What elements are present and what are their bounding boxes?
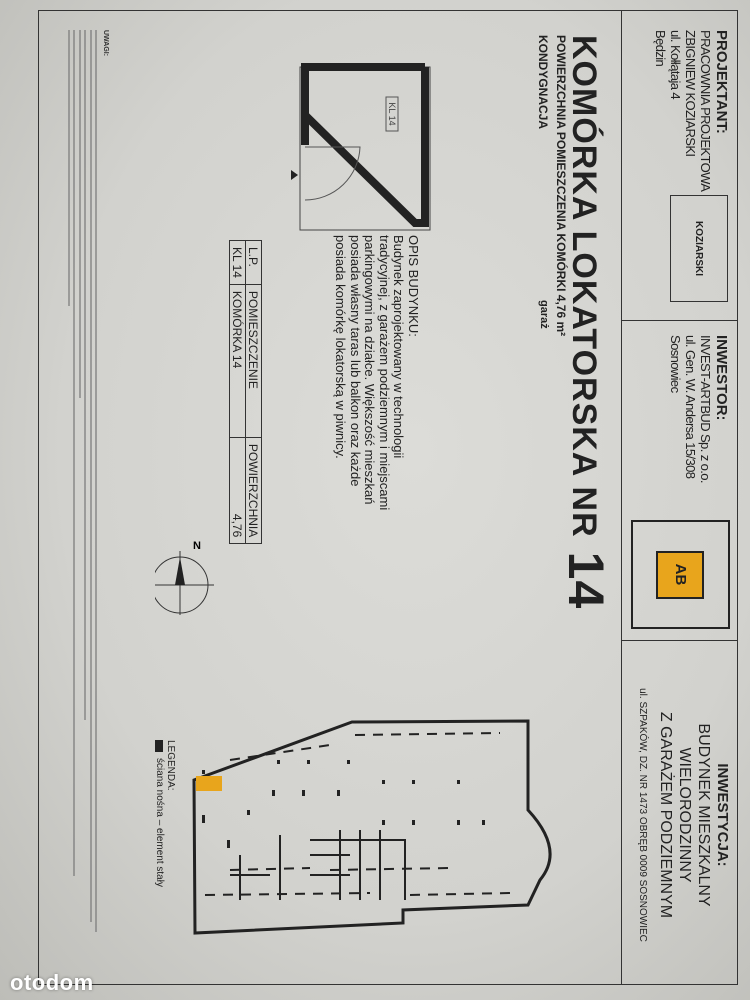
inwestycja-block: INWESTYCJA: BUDYNEK MIESZKALNY WIELORODZ… xyxy=(633,650,732,980)
notes-line xyxy=(73,30,76,877)
header-divider xyxy=(621,10,622,985)
otodom-watermark: otodom xyxy=(10,970,94,995)
notes-label: UWAGI: xyxy=(102,30,109,57)
investor-logo: AB xyxy=(656,550,705,599)
compass: N xyxy=(155,540,214,615)
parking-dividers xyxy=(204,732,511,896)
projektant-line: ul. Kołłątaja 4 xyxy=(668,30,683,100)
projektant-line: Będzin xyxy=(653,30,668,67)
table-cell: KL 14 xyxy=(229,240,246,285)
legend-swatch xyxy=(155,740,164,752)
notes-line xyxy=(95,30,98,932)
projektant-line: PRACOWNIA PROJEKTOWA xyxy=(698,30,713,192)
garage-outline xyxy=(192,719,552,935)
table-cell: 4,76 xyxy=(229,437,246,544)
inwestor-block: INWESTOR: INVEST-ARTBUD Sp. z o.o. ul. G… xyxy=(668,335,730,483)
storage-cells xyxy=(230,830,406,900)
inwestor-line: INVEST-ARTBUD Sp. z o.o. xyxy=(698,335,713,483)
compass-label: N xyxy=(193,540,201,552)
table-header: POWIERZCHNIA xyxy=(245,437,262,544)
inwestor-line: Sosnowiec xyxy=(668,335,683,393)
projektant-label: PROJEKTANT: xyxy=(713,30,730,134)
legend-label: LEGENDA: xyxy=(165,740,176,791)
inwestycja-line: BUDYNEK MIESZKALNY xyxy=(695,723,712,907)
cell-plan: KL 14 xyxy=(291,63,431,231)
header-separator xyxy=(622,320,738,321)
table-header: POMIESZCZENIE xyxy=(245,284,262,438)
inwestycja-address: ul. SZPAKÓW, DZ. NR 1473 OBRĘB 0009 SOSN… xyxy=(637,688,648,942)
notes-line xyxy=(90,30,92,923)
cell-label: KL 14 xyxy=(387,102,397,125)
cell-wall xyxy=(301,67,429,227)
kondygnacja-label: KONDYGNACJA xyxy=(536,35,550,130)
notes-line xyxy=(84,30,87,720)
inwestor-label: INWESTOR: xyxy=(713,335,730,421)
notes-line xyxy=(79,30,81,398)
area-line: POWIERZCHNIA POMIESZCZENIA KOMÓRKI 4,76 … xyxy=(554,35,568,337)
north-arrow-icon xyxy=(175,557,185,585)
door-swing xyxy=(304,146,361,201)
table-header: L.P. xyxy=(245,240,262,285)
entrance-arrow-icon xyxy=(291,170,298,180)
highlighted-cell-14 xyxy=(196,776,222,791)
cell-outline xyxy=(299,66,431,231)
legend-item: ściana nośna – element stały xyxy=(154,758,165,887)
inwestycja-line: Z GARAŻEM PODZIEMNYM xyxy=(657,711,674,919)
kondygnacja-value: garaż xyxy=(538,300,550,329)
table-row: KL 14 KOMÓRKA 14 4,76 xyxy=(229,240,246,544)
title-number: 14 xyxy=(558,551,614,610)
inwestor-line: ul. Gen. W. Andersa 15/308 xyxy=(683,335,698,479)
table-header-row: L.P. POMIESZCZENIE POWIERZCHNIA xyxy=(245,240,262,544)
notes-block: UWAGI: xyxy=(65,30,111,950)
investor-logo-frame: AB xyxy=(631,520,730,629)
notes-line xyxy=(68,30,70,306)
columns xyxy=(202,760,485,848)
opis-text: Budynek zaprojektowany w technologii tra… xyxy=(333,235,407,511)
table-cell: KOMÓRKA 14 xyxy=(229,284,246,438)
building-description: OPIS BUDYNKU: Budynek zaprojektowany w t… xyxy=(333,235,422,525)
garage-plan xyxy=(192,719,552,935)
projektant-line: ZBIGNIEW KOZIARSKI xyxy=(683,30,698,157)
cell-label-box xyxy=(385,96,399,132)
designer-stamp: KOZIARSKI xyxy=(670,195,728,302)
room-table: L.P. POMIESZCZENIE POWIERZCHNIA KL 14 KO… xyxy=(229,240,262,544)
legend: LEGENDA: ściana nośna – element stały xyxy=(154,740,176,887)
inwestycja-line: WIELORODZINNY xyxy=(676,747,693,883)
inwestycja-label: INWESTYCJA: xyxy=(714,763,731,867)
projektant-block: PROJEKTANT: PRACOWNIA PROJEKTOWA ZBIGNIE… xyxy=(653,30,730,191)
header-separator xyxy=(622,640,738,641)
title-text: KOMÓRKA LOKATORSKA NR xyxy=(565,35,603,538)
opis-heading: OPIS BUDYNKU: xyxy=(406,235,421,337)
